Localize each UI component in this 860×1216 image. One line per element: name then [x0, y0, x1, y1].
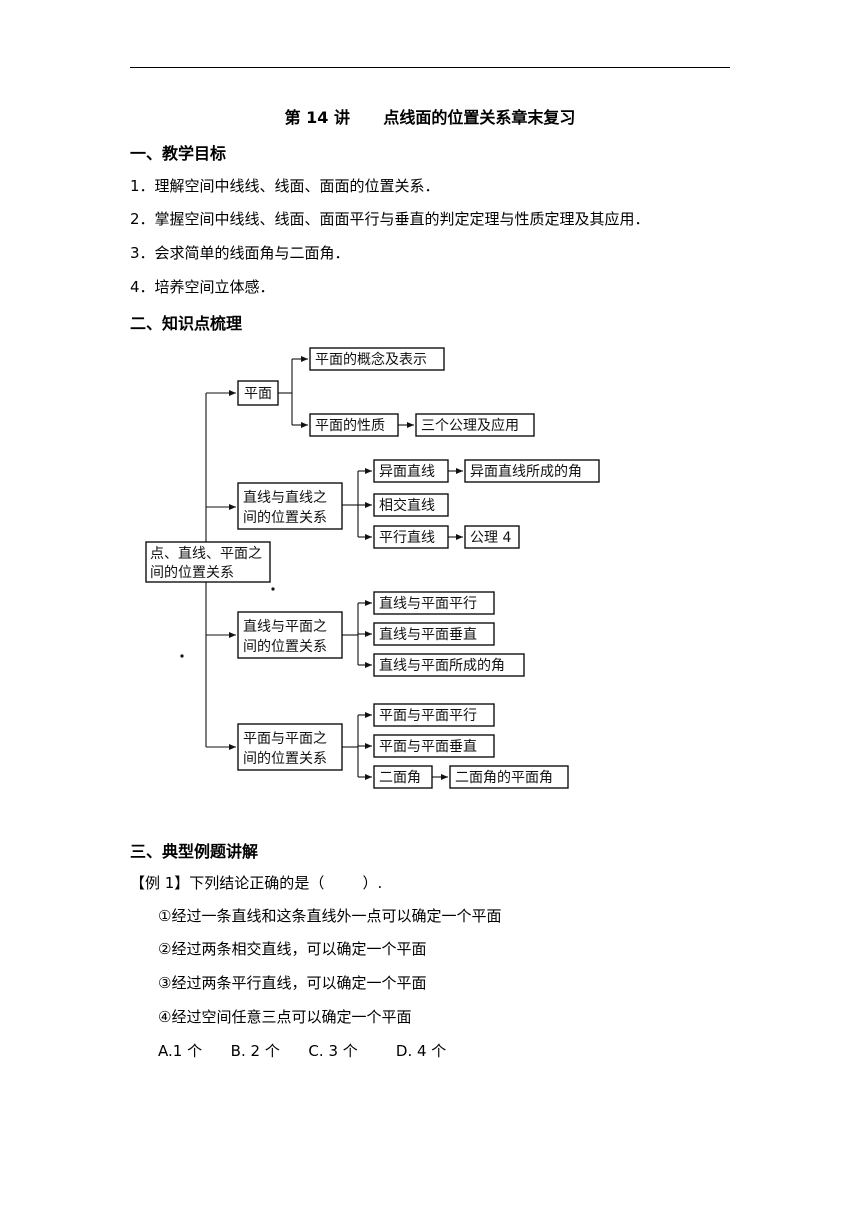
statement-2: ②经过两条相交直线，可以确定一个平面 [158, 940, 427, 958]
line-plane-box [237, 611, 343, 659]
statement-3: ③经过两条平行直线，可以确定一个平面 [158, 974, 427, 992]
objective-4: 4．培养空间立体感． [130, 278, 275, 296]
section2-heading: 二、知识点梳理 [130, 314, 243, 333]
skew-angle-box [464, 459, 600, 483]
statement-1: ①经过一条直线和这条直线外一点可以确定一个平面 [158, 907, 502, 925]
axiom4-label: 公理 4 [470, 530, 511, 546]
intersecting-lines-box [373, 493, 449, 517]
plane-label: 平面 [244, 386, 272, 402]
plane-concept-label: 平面的概念及表示 [315, 351, 427, 368]
plane-plane-label-2: 间的位置关系 [243, 751, 327, 767]
plane-concept-box [309, 347, 445, 371]
plane-plane-parallel-label: 平面与平面平行 [379, 708, 477, 724]
example-1-question: 【例 1】下列结论正确的是（ ）. [130, 874, 383, 892]
objective-1: 1．理解空间中线线、线面、面面的位置关系． [130, 177, 440, 195]
knowledge-map-diagram: 点、直线、平面之 间的位置关系 平面 平面的概念及表示 平面的性质 三个公理及应… [145, 347, 600, 789]
dihedral-angle-label: 二面角的平面角 [455, 770, 553, 786]
root-label-1: 点、直线、平面之 [150, 545, 262, 562]
three-axioms-label: 三个公理及应用 [421, 417, 519, 434]
plane-plane-perpendicular-box [373, 734, 495, 758]
plane-plane-perpendicular-label: 平面与平面垂直 [379, 738, 477, 755]
intersecting-lines-label: 相交直线 [379, 497, 435, 514]
line-plane-angle-label: 直线与平面所成的角 [379, 657, 505, 674]
line-plane-perpendicular-label: 直线与平面垂直 [379, 626, 477, 643]
plane-property-label: 平面的性质 [315, 418, 385, 434]
axiom4-box [464, 525, 520, 549]
line-line-box [237, 482, 343, 530]
line-plane-label-1: 直线与平面之 [243, 618, 327, 635]
scan-speck [180, 654, 184, 658]
line-plane-parallel-box [373, 591, 495, 615]
three-axioms-box [415, 413, 535, 437]
header-rule [130, 67, 730, 68]
line-line-label-2: 间的位置关系 [243, 510, 327, 526]
line-line-label-1: 直线与直线之 [243, 489, 327, 506]
statement-4: ④经过空间任意三点可以确定一个平面 [158, 1008, 412, 1026]
scan-speck [271, 587, 275, 591]
section3-heading: 三、典型例题讲解 [130, 842, 259, 861]
objective-3: 3．会求简单的线面角与二面角． [130, 244, 350, 262]
dihedral-angle-box [449, 765, 569, 789]
root-box [145, 541, 271, 583]
line-plane-parallel-label: 直线与平面平行 [379, 595, 477, 612]
skew-angle-label: 异面直线所成的角 [470, 463, 582, 480]
answer-options: A.1 个 B. 2 个 C. 3 个 D. 4 个 [158, 1042, 447, 1060]
plane-plane-label-1: 平面与平面之 [243, 731, 327, 747]
line-plane-angle-box [373, 653, 525, 677]
line-plane-label-2: 间的位置关系 [243, 639, 327, 655]
parallel-lines-label: 平行直线 [379, 529, 435, 546]
section1-heading: 一、教学目标 [130, 144, 227, 163]
skew-lines-label: 异面直线 [379, 463, 435, 480]
page-title: 第 14 讲 点线面的位置关系章末复习 [284, 108, 576, 127]
line-plane-perpendicular-box [373, 622, 495, 646]
root-label-2: 间的位置关系 [150, 565, 234, 581]
plane-plane-parallel-box [373, 703, 495, 727]
dihedral-label: 二面角 [379, 770, 421, 786]
objective-2: 2．掌握空间中线线、线面、面面平行与垂直的判定定理与性质定理及其应用． [130, 210, 650, 228]
